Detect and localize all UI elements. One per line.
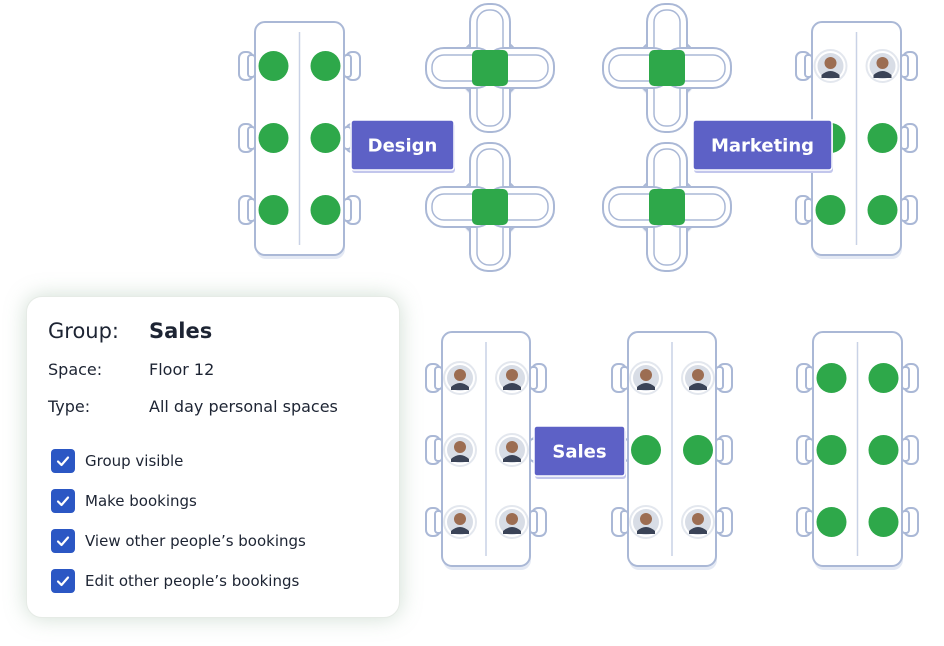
person-avatar (443, 505, 477, 539)
free-seat[interactable] (649, 50, 685, 86)
free-seat[interactable] (816, 363, 847, 393)
chair (611, 363, 629, 393)
free-seat[interactable] (868, 435, 899, 465)
checkmark-icon (56, 536, 70, 547)
free-seat[interactable] (868, 507, 899, 537)
space-label: Space: (48, 360, 103, 379)
chair (900, 51, 918, 81)
chair (796, 363, 814, 393)
free-seat[interactable] (815, 195, 846, 225)
group-visible-checkbox[interactable] (51, 449, 75, 473)
edit-others-bookings-label: Edit other people’s bookings (85, 572, 300, 590)
make-bookings-checkbox[interactable] (51, 489, 75, 513)
free-seat[interactable] (867, 195, 898, 225)
chair (611, 507, 629, 537)
person-avatar (495, 361, 529, 395)
marketing-team-label-text: Marketing (711, 135, 814, 156)
group-visible-label: Group visible (85, 452, 184, 470)
view-others-bookings-checkbox[interactable] (51, 529, 75, 553)
checkmark-icon (56, 456, 70, 467)
free-seat[interactable] (310, 195, 341, 225)
chair (901, 507, 919, 537)
chair (425, 507, 443, 537)
permission-group-visible[interactable]: Group visible (51, 449, 183, 473)
edit-others-bookings-checkbox[interactable] (51, 569, 75, 593)
chair (901, 363, 919, 393)
chair (795, 51, 813, 81)
group-label: Group: (48, 319, 120, 343)
person-avatar (443, 433, 477, 467)
free-seat[interactable] (258, 195, 289, 225)
free-seat[interactable] (867, 123, 898, 153)
chair (715, 435, 733, 465)
chair (796, 435, 814, 465)
chair (900, 123, 918, 153)
type-value: All day personal spaces (149, 397, 338, 416)
free-seat[interactable] (310, 123, 341, 153)
chair (900, 195, 918, 225)
chair (901, 435, 919, 465)
sales-team-label[interactable]: Sales (533, 425, 626, 479)
chair (425, 363, 443, 393)
chair (238, 195, 256, 225)
permission-make-bookings[interactable]: Make bookings (51, 489, 197, 513)
marketing-team-label[interactable]: Marketing (692, 119, 833, 173)
permission-edit-others-bookings[interactable]: Edit other people’s bookings (51, 569, 299, 593)
free-seat[interactable] (816, 507, 847, 537)
chair (795, 195, 813, 225)
design-team-label-text: Design (368, 135, 438, 156)
chair (343, 195, 361, 225)
person-avatar (629, 361, 663, 395)
chair (796, 507, 814, 537)
chair (238, 51, 256, 81)
type-label: Type: (48, 397, 91, 416)
person-avatar (495, 433, 529, 467)
chair (715, 507, 733, 537)
person-avatar (443, 361, 477, 395)
view-others-bookings-label: View other people’s bookings (85, 532, 306, 550)
design-team-label[interactable]: Design (350, 119, 455, 173)
person-avatar (495, 505, 529, 539)
person-avatar (681, 505, 715, 539)
free-seat[interactable] (258, 123, 289, 153)
chair (425, 435, 443, 465)
free-seat[interactable] (868, 363, 899, 393)
chair (715, 363, 733, 393)
free-seat[interactable] (258, 51, 289, 81)
chair (343, 51, 361, 81)
chair (238, 123, 256, 153)
free-seat[interactable] (816, 435, 847, 465)
checkmark-icon (56, 496, 70, 507)
group-value: Sales (149, 319, 213, 343)
sales-team-label-text: Sales (552, 441, 606, 462)
permission-view-others-bookings[interactable]: View other people’s bookings (51, 529, 306, 553)
free-seat[interactable] (631, 435, 661, 465)
free-seat[interactable] (649, 189, 685, 225)
chair (529, 507, 547, 537)
free-seat[interactable] (472, 50, 508, 86)
person-avatar (681, 361, 715, 395)
space-value: Floor 12 (149, 360, 215, 379)
person-avatar (629, 505, 663, 539)
free-seat[interactable] (472, 189, 508, 225)
free-seat[interactable] (310, 51, 341, 81)
make-bookings-label: Make bookings (85, 492, 197, 510)
chair (529, 363, 547, 393)
person-avatar (813, 49, 848, 83)
checkmark-icon (56, 576, 70, 587)
free-seat[interactable] (683, 435, 713, 465)
group-settings-panel: Group: Sales Space: Floor 12 Type: All d… (26, 296, 400, 618)
person-avatar (865, 49, 900, 83)
